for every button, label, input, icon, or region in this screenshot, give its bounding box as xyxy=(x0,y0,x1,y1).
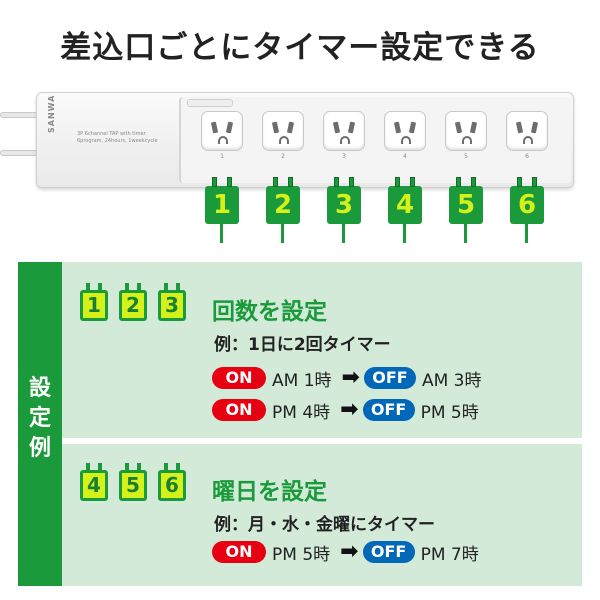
plug-tag-3: 3 xyxy=(327,177,361,243)
on-badge: ON xyxy=(212,367,266,389)
arrow-right-icon: ➡ xyxy=(340,397,359,422)
plug-tag-1: 1 xyxy=(205,177,239,243)
example-panel-weekday xyxy=(62,444,582,586)
outlet-4 xyxy=(384,111,426,151)
outlet-5 xyxy=(445,111,487,151)
group-heading: 回数を設定 xyxy=(212,299,327,325)
plug-tag-5: 5 xyxy=(449,177,483,243)
product-description: 3P 6channel TAP with timer 6program, 24h… xyxy=(77,131,158,144)
mini-tag-2: 2 xyxy=(119,283,147,321)
group-heading: 曜日を設定 xyxy=(212,479,327,505)
off-time: PM 7時 xyxy=(420,544,479,565)
outlet-number: 3 xyxy=(342,153,346,160)
group-example: 例：月・水・金曜にタイマー xyxy=(214,515,435,535)
settings-example-label: 設定例 xyxy=(18,262,62,586)
off-badge: OFF xyxy=(362,399,415,421)
plug-tag-6: 6 xyxy=(510,177,544,243)
group-example: 例：1日に2回タイマー xyxy=(214,335,391,355)
mini-tag-5: 5 xyxy=(119,463,147,501)
outlet-3 xyxy=(323,111,365,151)
on-time: AM 1時 xyxy=(272,370,332,391)
on-time: PM 4時 xyxy=(272,402,331,423)
outlet-1 xyxy=(201,111,243,151)
outlet-6 xyxy=(506,111,548,151)
on-time: PM 5時 xyxy=(272,544,331,565)
mini-tag-4: 4 xyxy=(80,463,108,501)
outlet-panel xyxy=(179,97,571,183)
off-badge: OFF xyxy=(362,541,415,563)
mini-tag-1: 1 xyxy=(80,283,108,321)
off-time: PM 5時 xyxy=(420,402,479,423)
arrow-right-icon: ➡ xyxy=(340,539,359,564)
outlet-number: 2 xyxy=(281,153,285,160)
timer-row: ON PM 4時 ➡ OFF PM 5時 xyxy=(212,397,485,423)
on-badge: ON xyxy=(212,399,266,421)
mini-tag-6: 6 xyxy=(158,463,186,501)
page-title: 差込口ごとにタイマー設定できる xyxy=(60,30,540,66)
panel-label-tab xyxy=(187,99,233,107)
sidebar-label-text: 設定例 xyxy=(28,376,51,461)
arrow-right-icon: ➡ xyxy=(341,365,360,390)
plug-tag-2: 2 xyxy=(266,177,300,243)
on-badge: ON xyxy=(212,541,266,563)
example-panel-count xyxy=(62,262,582,438)
outlet-number: 1 xyxy=(220,153,224,160)
plug-tag-4: 4 xyxy=(388,177,422,243)
off-badge: OFF xyxy=(363,367,416,389)
off-time: AM 3時 xyxy=(421,370,482,391)
outlet-number: 6 xyxy=(525,153,529,160)
timer-unit: SANWA 3P 6channel TAP with timer 6progra… xyxy=(37,93,177,187)
power-cord-lower xyxy=(0,150,40,156)
outlet-2 xyxy=(262,111,304,151)
brand-logo: SANWA xyxy=(47,94,56,133)
power-strip: SANWA 3P 6channel TAP with timer 6progra… xyxy=(36,92,574,188)
outlet-number: 5 xyxy=(464,153,468,160)
power-cord xyxy=(0,112,40,118)
outlet-number: 4 xyxy=(403,153,407,160)
timer-row: ON PM 5時 ➡ OFF PM 7時 xyxy=(212,539,485,565)
timer-row: ON AM 1時 ➡ OFF AM 3時 xyxy=(212,365,488,391)
mini-tag-3: 3 xyxy=(158,283,186,321)
